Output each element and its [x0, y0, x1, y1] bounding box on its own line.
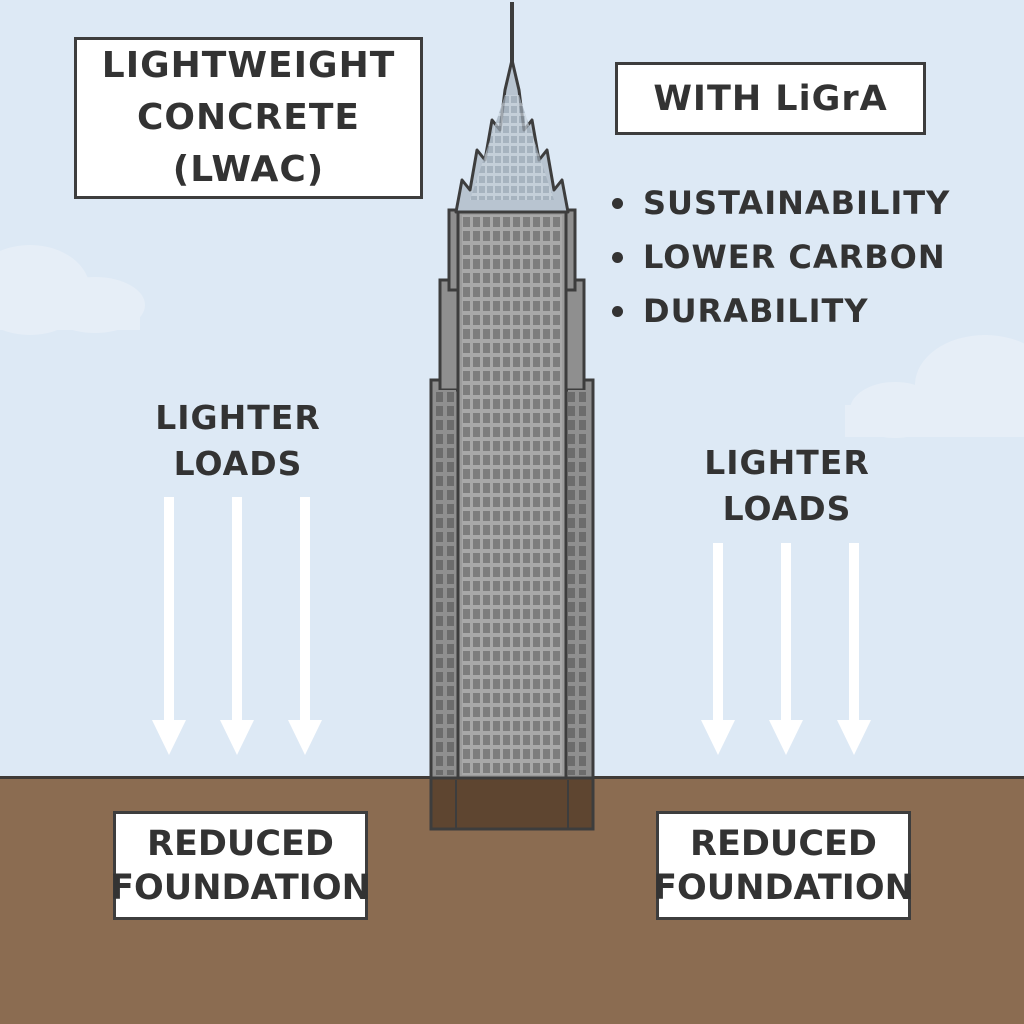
ligra-box: WITH LiGrA	[615, 62, 926, 135]
reduced-foundation-box-left: REDUCED FOUNDATION	[110, 811, 371, 920]
foundation-line: REDUCED	[147, 823, 334, 864]
foundation-line: FOUNDATION	[653, 867, 914, 908]
benefit-label: DURABILITY	[643, 292, 869, 330]
down-arrow-icon	[701, 543, 735, 755]
lighter-loads-label-left: LIGHTER LOADS	[138, 395, 338, 487]
down-arrow-icon	[288, 497, 322, 755]
lwac-title-line: (LWAC)	[172, 149, 325, 190]
cloud-left	[0, 245, 145, 335]
loads-line: LOADS	[722, 489, 852, 528]
lighter-loads-label-right: LIGHTER LOADS	[687, 440, 887, 532]
down-arrow-icon	[220, 497, 254, 755]
ligra-label: WITH LiGrA	[653, 78, 888, 119]
cloud-right	[845, 335, 1024, 438]
foundation-line: FOUNDATION	[110, 867, 371, 908]
benefit-item: SUSTAINABILITY	[612, 176, 950, 230]
down-arrow-icon	[152, 497, 186, 755]
benefit-label: SUSTAINABILITY	[643, 184, 951, 222]
bullet-icon	[612, 305, 623, 317]
load-arrows-left	[152, 497, 322, 755]
bullet-icon	[612, 251, 623, 263]
benefit-label: LOWER CARBON	[643, 238, 946, 276]
loads-line: LIGHTER	[155, 398, 321, 437]
load-arrows-right	[701, 543, 871, 755]
down-arrow-icon	[769, 543, 803, 755]
lwac-title-line: CONCRETE	[136, 97, 361, 138]
foundation-line: REDUCED	[690, 823, 877, 864]
down-arrow-icon	[837, 543, 871, 755]
skyscraper-icon	[429, 2, 595, 831]
benefit-item: LOWER CARBON	[612, 230, 950, 284]
bullet-icon	[612, 197, 623, 209]
benefit-item: DURABILITY	[612, 284, 950, 338]
lwac-title-box: LIGHTWEIGHT CONCRETE (LWAC)	[74, 37, 423, 199]
loads-line: LOADS	[173, 444, 303, 483]
loads-line: LIGHTER	[704, 443, 870, 482]
reduced-foundation-box-right: REDUCED FOUNDATION	[653, 811, 914, 920]
benefits-list: SUSTAINABILITY LOWER CARBON DURABILITY	[612, 176, 950, 338]
lwac-title-line: LIGHTWEIGHT	[101, 45, 396, 86]
